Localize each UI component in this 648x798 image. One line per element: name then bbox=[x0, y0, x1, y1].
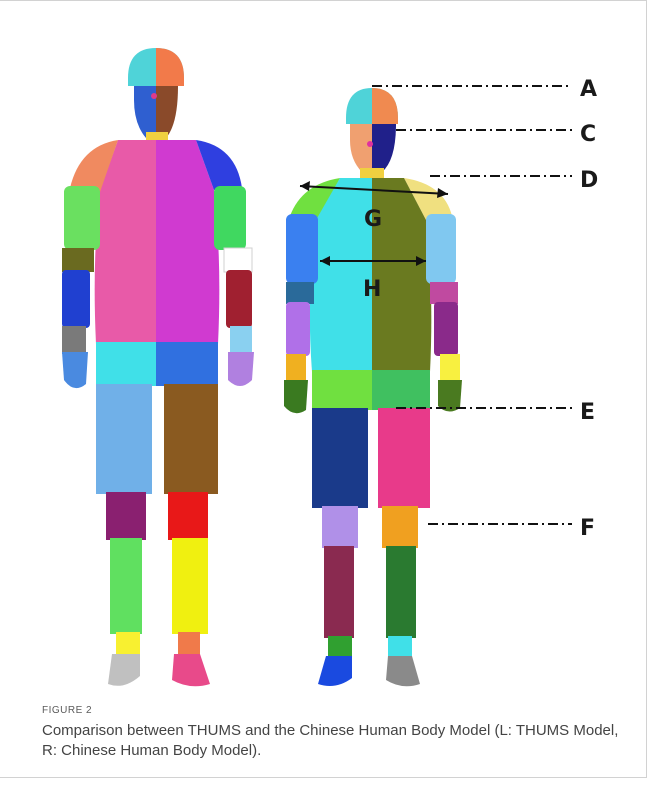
annotation-g: G bbox=[364, 207, 382, 232]
figure-label: FIGURE 2 bbox=[42, 705, 632, 716]
chinese-human-body-model bbox=[284, 88, 462, 686]
annotation-a: A bbox=[580, 77, 597, 102]
figure-caption-block: FIGURE 2 Comparison between THUMS and th… bbox=[42, 705, 632, 761]
annotation-e: E bbox=[580, 400, 595, 425]
figure-caption: Comparison between THUMS and the Chinese… bbox=[42, 721, 632, 761]
annotation-d: D bbox=[580, 168, 598, 193]
annotation-c: C bbox=[580, 122, 596, 147]
annotation-f: F bbox=[580, 516, 595, 541]
thums-model bbox=[62, 48, 254, 686]
annotation-h: H bbox=[363, 277, 381, 302]
figure-image: A C D E F G H bbox=[0, 0, 648, 700]
